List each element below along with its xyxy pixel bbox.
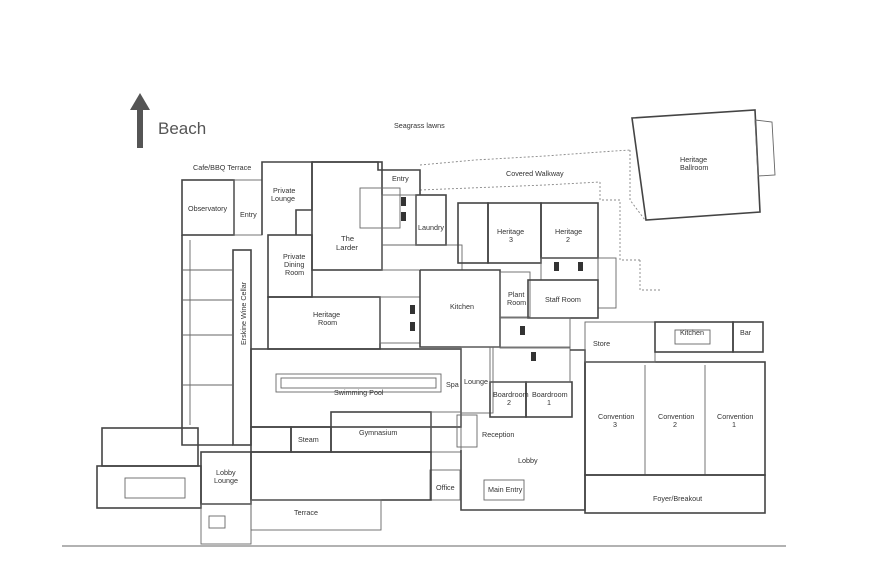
convention3-num: 3 <box>613 420 617 429</box>
store-label: Store <box>593 339 610 348</box>
entry-left-label: Entry <box>240 210 257 219</box>
heritage-room-label: Heritage <box>313 310 340 319</box>
boardroom1-label: Boardroom <box>532 390 568 399</box>
staff-room-label: Staff Room <box>545 295 581 304</box>
spa-label: Spa <box>446 380 459 389</box>
private-dining-label-3: Room <box>285 268 304 277</box>
covered-walkway-label: Covered Walkway <box>506 169 564 178</box>
heritage-ballroom[interactable] <box>631 109 776 221</box>
reception-label: Reception <box>482 430 514 439</box>
larder-label-2: Larder <box>336 243 358 252</box>
heritage2-label: Heritage <box>555 227 582 236</box>
covered-walkway <box>419 149 660 291</box>
boardroom2-num: 2 <box>507 398 511 407</box>
private-lounge-label: Private <box>273 186 295 195</box>
private-lounge-label-2: Lounge <box>271 194 295 203</box>
building-walls <box>62 161 786 547</box>
convention3-label: Convention <box>598 412 634 421</box>
laundry-label: Laundry <box>418 223 444 232</box>
heritage-room-label-2: Room <box>318 318 337 327</box>
observatory-label: Observatory <box>188 204 228 213</box>
office-label: Office <box>436 483 455 492</box>
seagrass-label: Seagrass lawns <box>394 121 445 130</box>
north-arrow-icon <box>130 93 150 148</box>
bar-label: Bar <box>740 328 752 337</box>
plant-room-label-2: Room <box>507 298 526 307</box>
boardroom2-label: Boardroom <box>493 390 529 399</box>
terrace-label: Terrace <box>294 508 318 517</box>
convention2-label: Convention <box>658 412 694 421</box>
ballroom-label: Heritage <box>680 155 707 164</box>
restroom-icons <box>401 197 583 361</box>
foyer-label: Foyer/Breakout <box>653 494 702 503</box>
lobby-lounge-label: Lobby <box>216 468 236 477</box>
entry-top-label: Entry <box>392 174 409 183</box>
cafe-terrace-label: Cafe/BBQ Terrace <box>193 163 251 172</box>
wine-cellar-label: Erskine Wine Cellar <box>239 281 248 345</box>
heritage3-label: Heritage <box>497 227 524 236</box>
beach-label: Beach <box>158 119 206 138</box>
boardroom1-num: 1 <box>547 398 551 407</box>
steam-label: Steam <box>298 435 319 444</box>
swimming-pool-label: Swimming Pool <box>334 388 384 397</box>
lounge-label: Lounge <box>464 377 488 386</box>
gymnasium-label: Gymnasium <box>359 428 397 437</box>
convention1-num: 1 <box>732 420 736 429</box>
heritage2-num: 2 <box>566 235 570 244</box>
convention1-label: Convention <box>717 412 753 421</box>
lobby-label: Lobby <box>518 456 538 465</box>
lobby-lounge-label-2: Lounge <box>214 476 238 485</box>
heritage3-num: 3 <box>509 235 513 244</box>
convention2-num: 2 <box>673 420 677 429</box>
plant-room-label: Plant <box>508 290 524 299</box>
kitchen-right-label: Kitchen <box>680 328 704 337</box>
main-entry-label: Main Entry <box>488 485 523 494</box>
private-dining-label: Private <box>283 252 305 261</box>
larder-label: The <box>341 234 354 243</box>
kitchen-label: Kitchen <box>450 302 474 311</box>
private-dining-label-2: Dining <box>284 260 304 269</box>
ballroom-label-2: Ballroom <box>680 163 708 172</box>
